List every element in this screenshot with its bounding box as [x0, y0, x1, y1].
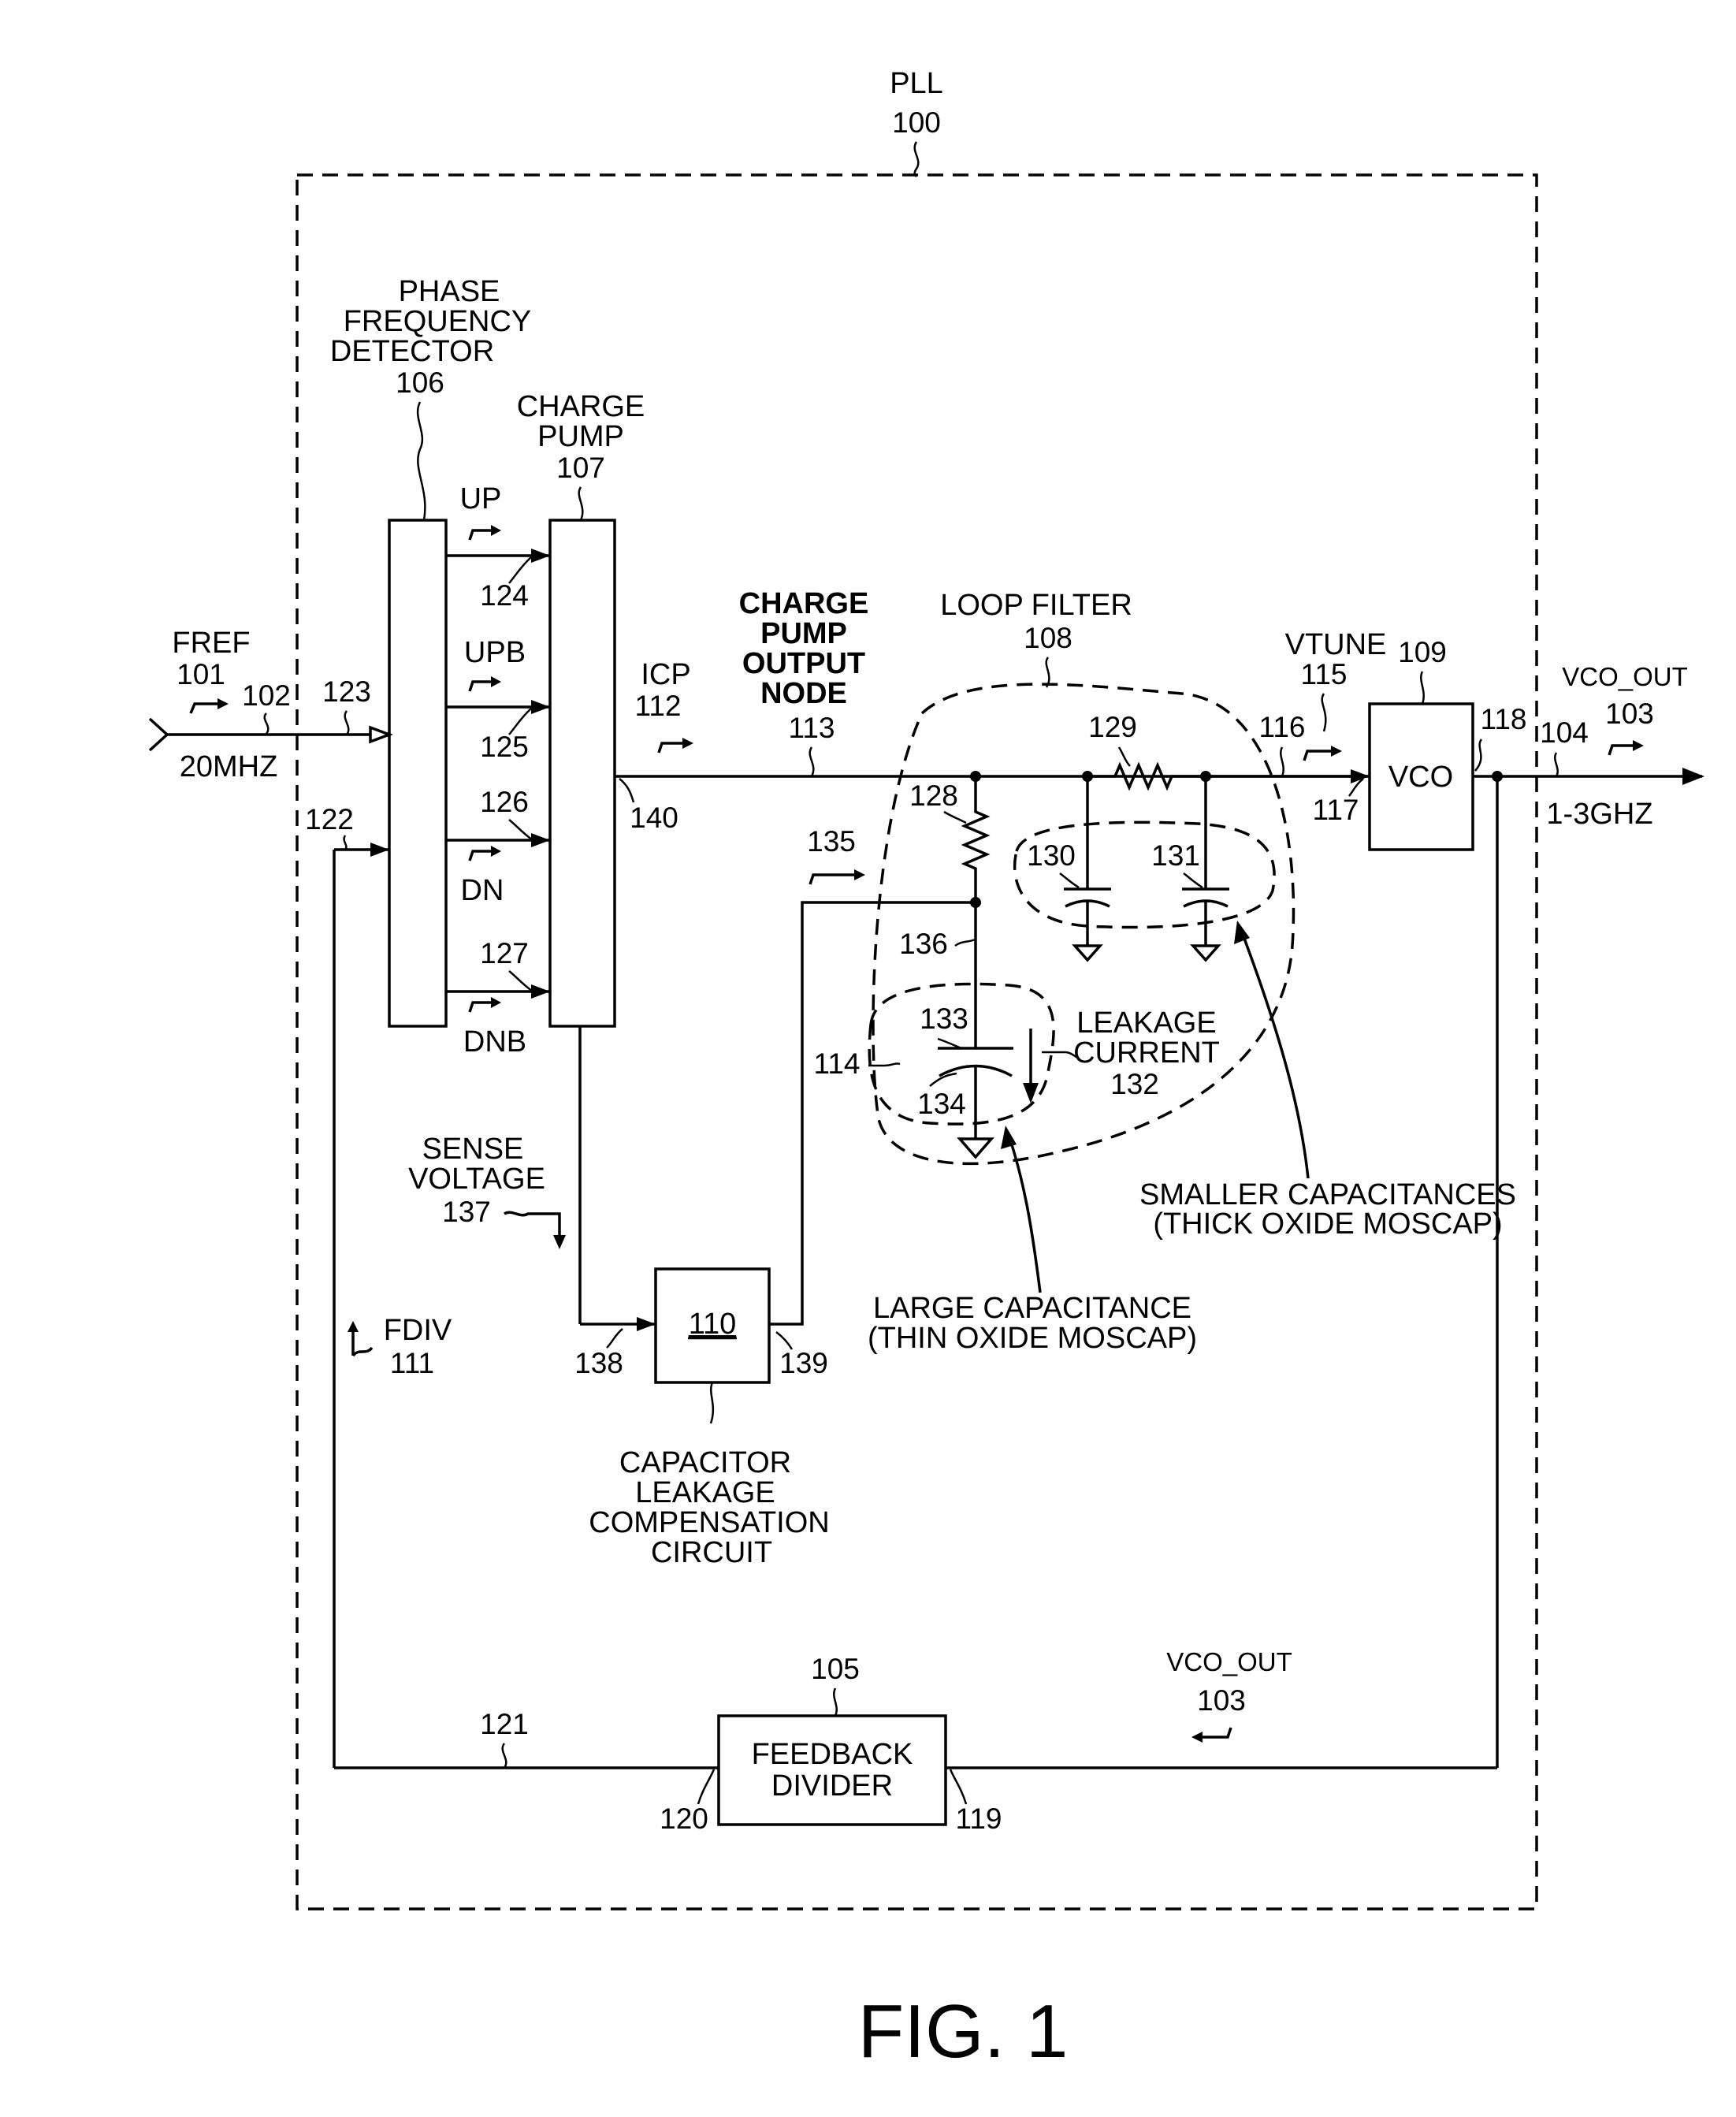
- fdiv-line-ref: 121: [480, 1708, 529, 1740]
- cp-output-node-line-3: OUTPUT: [742, 647, 865, 680]
- pfd-name-line-3: DETECTOR: [330, 335, 494, 368]
- comp-output-pin-ref: 139: [779, 1347, 828, 1379]
- vco-label: VCO: [1388, 761, 1453, 794]
- cp-output-node-ref: 113: [789, 712, 835, 744]
- vtune-line-ref: 116: [1259, 711, 1306, 743]
- figure-caption: FIG. 1: [858, 1989, 1069, 2074]
- leakage-line-1: LEAKAGE: [1076, 1006, 1216, 1040]
- cp-output-node-line-1: CHARGE: [739, 587, 869, 620]
- smaller-caps-line-2: (THICK OXIDE MOSCAP): [1153, 1207, 1502, 1241]
- dnb-ref: 127: [480, 937, 529, 969]
- vtune-name: VTUNE: [1285, 628, 1387, 661]
- sense-pin-ref: 138: [574, 1347, 623, 1379]
- vco-out-name: VCO_OUT: [1562, 662, 1688, 691]
- leakage-line-2: CURRENT: [1073, 1036, 1220, 1070]
- fref-pin-ref: 123: [322, 675, 371, 708]
- compensation-name-line-3: COMPENSATION: [589, 1506, 829, 1539]
- fref-ref: 101: [177, 658, 225, 690]
- icp-name: ICP: [641, 658, 690, 691]
- pll-name: PLL: [890, 67, 943, 100]
- divider-output-ref: 120: [660, 1803, 708, 1835]
- pfd-ref: 106: [396, 366, 444, 399]
- smaller-caps-line-1: SMALLER CAPACITANCES: [1139, 1178, 1516, 1211]
- fdiv-name: FDIV: [384, 1314, 452, 1347]
- large-cap-line-1: LARGE CAPACITANCE: [873, 1292, 1191, 1325]
- vco-ref: 109: [1398, 636, 1447, 668]
- vco-out-ref: 103: [1605, 698, 1654, 730]
- resistor-128-ref: 128: [909, 779, 958, 812]
- sense-voltage-line-1: SENSE: [422, 1133, 524, 1166]
- compensation-name-line-2: LEAKAGE: [635, 1476, 775, 1509]
- cap-133-ref: 133: [920, 1003, 968, 1035]
- compensation-label: 110: [689, 1308, 737, 1341]
- divider-input-ref: 119: [956, 1803, 1002, 1835]
- cap-131-ref: 131: [1151, 839, 1200, 872]
- cp-output-node-line-2: PUMP: [760, 617, 847, 650]
- ground-130: [1075, 946, 1100, 960]
- ground-131: [1193, 946, 1218, 960]
- feedback-divider-line-2: DIVIDER: [771, 1769, 893, 1803]
- compensation-name-line-4: CIRCUIT: [651, 1536, 772, 1569]
- vco-out-pin-ref: 118: [1481, 703, 1527, 735]
- node-136-ref: 136: [899, 928, 948, 960]
- cap-node-114-ref: 114: [814, 1047, 861, 1080]
- phase-frequency-detector-block: [389, 520, 446, 1026]
- fref-freq: 20MHZ: [180, 750, 278, 783]
- large-cap-line-2: (THIN OXIDE MOSCAP): [868, 1322, 1197, 1355]
- vtune-pin-ref: 117: [1313, 794, 1359, 826]
- dn-ref: 126: [480, 786, 529, 818]
- loop-filter-name: LOOP FILTER: [940, 589, 1132, 622]
- cap-130-ref: 130: [1027, 839, 1076, 872]
- compensation-name-line-1: CAPACITOR: [619, 1446, 791, 1479]
- upb-name: UPB: [464, 636, 526, 669]
- comp-output-ref: 135: [807, 825, 856, 858]
- pfd-name-line-2: FREQUENCY: [344, 305, 532, 338]
- feedback-divider-ref: 105: [811, 1653, 860, 1685]
- upb-ref: 125: [480, 731, 529, 763]
- charge-pump-name-line-2: PUMP: [537, 420, 624, 453]
- loop-filter-ref: 108: [1024, 622, 1072, 654]
- resistor-129-ref: 129: [1088, 711, 1137, 743]
- sense-voltage-line-2: VOLTAGE: [408, 1163, 545, 1196]
- icp-ref: 112: [635, 690, 682, 722]
- vco-out-line-ref: 104: [1540, 716, 1589, 749]
- fref-name: FREF: [172, 627, 250, 660]
- leakage-ref: 132: [1110, 1068, 1159, 1100]
- smaller-caps-oval: [1015, 822, 1274, 927]
- resistor-128: [965, 776, 987, 902]
- up-ref: 124: [480, 579, 529, 612]
- fref-line-ref: 102: [242, 679, 291, 712]
- pfd-name-line-1: PHASE: [399, 275, 500, 308]
- vco-out-feedback-ref: 103: [1197, 1684, 1246, 1717]
- fdiv-pin-ref: 122: [305, 803, 354, 835]
- vco-out-feedback-name: VCO_OUT: [1166, 1647, 1292, 1676]
- dn-name: DN: [461, 874, 504, 907]
- charge-pump-name-line-1: CHARGE: [517, 390, 645, 423]
- cap-134-ref: 134: [917, 1088, 966, 1120]
- vtune-ref: 115: [1301, 658, 1348, 690]
- ground-134: [960, 1139, 991, 1157]
- charge-pump-block: [550, 520, 615, 1026]
- cp-output-node-line-4: NODE: [760, 677, 847, 710]
- dnb-name: DNB: [463, 1025, 526, 1058]
- charge-pump-ref: 107: [556, 452, 605, 484]
- cp-output-pin-ref: 140: [630, 802, 678, 834]
- vco-out-freq: 1-3GHZ: [1546, 798, 1652, 831]
- fdiv-ref: 111: [390, 1347, 434, 1379]
- feedback-divider-line-1: FEEDBACK: [752, 1738, 913, 1771]
- pll-ref: 100: [892, 106, 941, 139]
- sense-voltage-ref: 137: [442, 1196, 491, 1228]
- up-name: UP: [460, 482, 502, 515]
